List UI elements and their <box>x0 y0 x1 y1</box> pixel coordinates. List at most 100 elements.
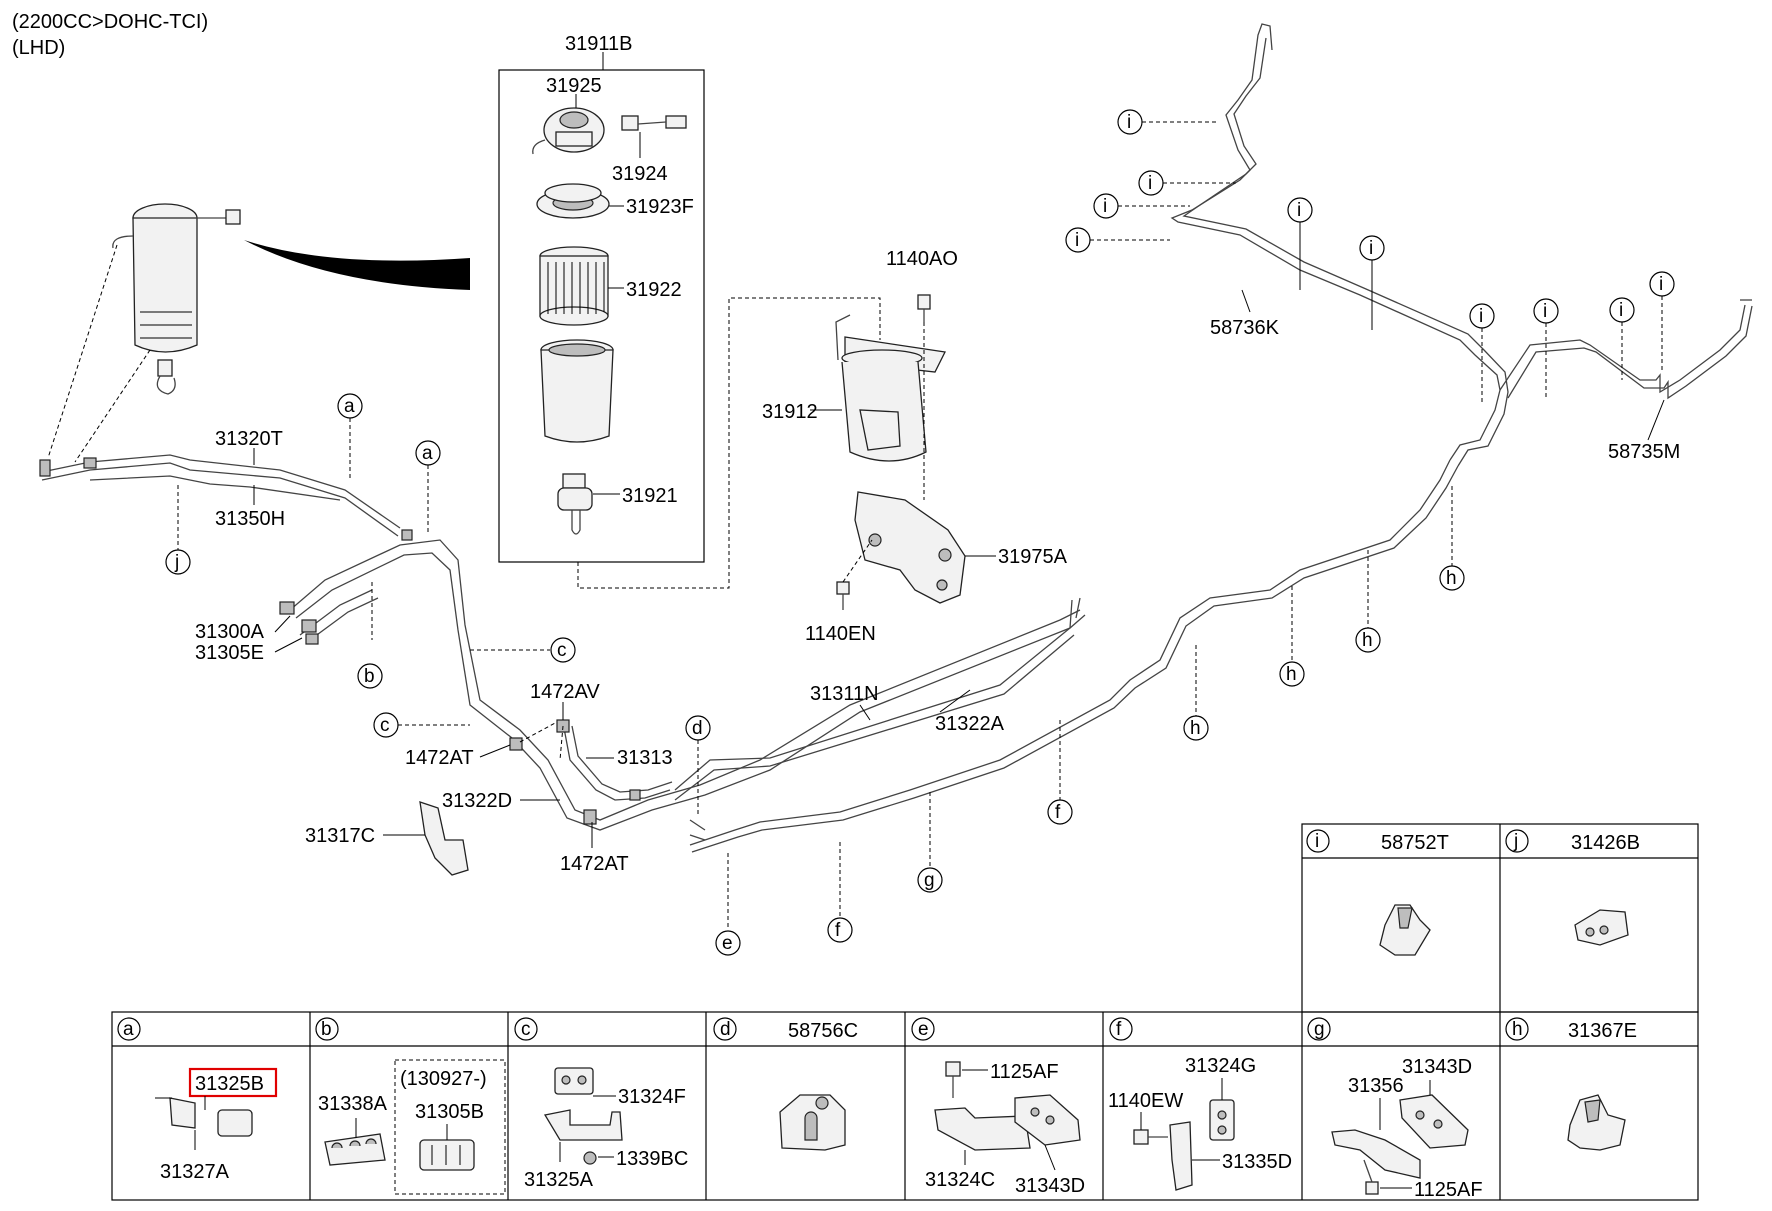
callout-i-7[interactable]: i <box>1469 303 1495 405</box>
callout-h-3[interactable]: h <box>1355 550 1381 653</box>
callout-h-4[interactable]: h <box>1439 486 1465 591</box>
callout-g[interactable]: g <box>917 792 943 893</box>
svg-text:h: h <box>1362 630 1373 651</box>
callout-i-10[interactable]: i <box>1649 271 1675 372</box>
legend-cell-g[interactable]: g 31343D 31356 1125AF <box>1307 1017 1483 1201</box>
part-31923F-seal[interactable] <box>536 183 610 219</box>
callout-e[interactable]: e <box>715 853 741 956</box>
part-1140EN-bolt[interactable] <box>836 581 850 610</box>
label-1472AT-lower[interactable]: 1472AT <box>560 853 629 875</box>
callout-i-1[interactable]: i <box>1117 109 1218 135</box>
label-1140AO[interactable]: 1140AO <box>886 248 958 270</box>
filter-exploded-box <box>498 69 705 563</box>
assembled-fuel-filter[interactable] <box>112 203 241 395</box>
part-filter-bowl[interactable] <box>540 339 614 443</box>
label-31912[interactable]: 31912 <box>762 401 818 423</box>
legend-cell-e[interactable]: e 1125AF 31324C 31343D <box>911 1017 1085 1197</box>
part-1140AO-bolt[interactable] <box>917 294 931 322</box>
legend-f-part-31324G: 31324G <box>1185 1055 1256 1077</box>
label-31911B[interactable]: 31911B <box>565 33 632 55</box>
legend-main-table: a 31325B 31327A b 31338A (130927-) 31305… <box>111 1011 1699 1201</box>
legend-cell-i[interactable]: i 58752T <box>1306 829 1449 956</box>
label-1472AV[interactable]: 1472AV <box>530 681 600 703</box>
pipe-31320T-31350H[interactable] <box>39 454 401 537</box>
callout-i-5[interactable]: i <box>1287 197 1313 290</box>
svg-text:b: b <box>321 1019 332 1040</box>
label-31322A[interactable]: 31322A <box>935 713 1005 735</box>
label-31313[interactable]: 31313 <box>617 747 673 769</box>
legend-cell-f[interactable]: f 31324G 1140EW 31335D <box>1108 1017 1292 1191</box>
part-31317C-bracket[interactable] <box>419 801 469 876</box>
callout-f-2[interactable]: f <box>1047 720 1073 825</box>
callout-a-1[interactable]: a <box>337 393 363 480</box>
legend-cell-h[interactable]: h 31367E <box>1505 1017 1637 1151</box>
legend-b-date: (130927-) <box>400 1068 487 1090</box>
part-31922-filter-element[interactable] <box>539 246 609 326</box>
part-31975A-mount-plate[interactable] <box>854 491 966 604</box>
legend-f-part-31335D: 31335D <box>1222 1151 1292 1173</box>
label-58736K[interactable]: 58736K <box>1210 317 1280 339</box>
legend-cell-c[interactable]: c 31324F 1339BC 31325A <box>514 1017 688 1191</box>
callout-d[interactable]: d <box>685 715 711 815</box>
callout-c-1[interactable]: c <box>470 637 576 663</box>
legend-a-part-31325B: 31325B <box>195 1073 264 1095</box>
callout-h-1[interactable]: h <box>1183 645 1209 741</box>
label-31921[interactable]: 31921 <box>622 485 678 507</box>
label-31975A[interactable]: 31975A <box>998 546 1068 568</box>
callout-i-8[interactable]: i <box>1533 298 1559 400</box>
svg-text:f: f <box>835 920 841 941</box>
svg-text:e: e <box>918 1019 929 1040</box>
pipe-31311N-31322A[interactable] <box>674 459 1459 853</box>
legend-g-part-1125AF: 1125AF <box>1414 1179 1483 1201</box>
svg-text:c: c <box>521 1019 531 1040</box>
pipe-31313[interactable] <box>509 719 673 825</box>
svg-text:i: i <box>1297 200 1301 221</box>
pipe-58736K-58735M[interactable] <box>1170 23 1753 467</box>
callout-h-2[interactable]: h <box>1279 586 1305 687</box>
callout-i-3[interactable]: i <box>1093 193 1190 219</box>
part-31925-filter-head[interactable] <box>532 107 605 155</box>
label-31922[interactable]: 31922 <box>626 279 682 301</box>
svg-text:i: i <box>1103 196 1107 217</box>
legend-cell-b[interactable]: b 31338A (130927-) 31305B <box>315 1017 506 1195</box>
label-31923F[interactable]: 31923F <box>626 196 694 218</box>
svg-text:f: f <box>1116 1019 1122 1040</box>
callout-i-4[interactable]: i <box>1065 227 1170 253</box>
pipe-31300A-31305E[interactable] <box>279 529 1086 831</box>
label-31317C[interactable]: 31317C <box>305 825 375 847</box>
label-31305E[interactable]: 31305E <box>195 642 264 664</box>
label-31924[interactable]: 31924 <box>612 163 668 185</box>
svg-text:i: i <box>1543 301 1547 322</box>
svg-text:d: d <box>720 1019 731 1040</box>
legend-b-part-31305B: 31305B <box>415 1101 484 1123</box>
label-1472AT-upper[interactable]: 1472AT <box>405 747 474 769</box>
part-31924-sensor[interactable] <box>621 115 687 131</box>
part-31921-drain-plug[interactable] <box>557 473 593 535</box>
label-31300A[interactable]: 31300A <box>195 621 265 643</box>
label-31925[interactable]: 31925 <box>546 75 602 97</box>
callout-i-9[interactable]: i <box>1609 297 1635 380</box>
legend-d-part: 58756C <box>788 1020 858 1042</box>
svg-text:e: e <box>722 933 733 954</box>
callout-f-1[interactable]: f <box>827 842 853 943</box>
callout-j[interactable]: j <box>165 485 191 575</box>
callout-a-2[interactable]: a <box>415 440 441 535</box>
svg-text:a: a <box>123 1019 134 1040</box>
callout-i-2[interactable]: i <box>1138 170 1236 196</box>
legend-cell-a[interactable]: a 31325B 31327A <box>117 1017 278 1183</box>
callout-i-6[interactable]: i <box>1359 235 1385 330</box>
legend-cell-j[interactable]: j 31426B <box>1505 829 1640 946</box>
label-31320T[interactable]: 31320T <box>215 428 283 450</box>
svg-text:i: i <box>1479 306 1483 327</box>
label-31350H[interactable]: 31350H <box>215 508 285 530</box>
label-31311N[interactable]: 31311N <box>810 683 879 705</box>
callout-c-2[interactable]: c <box>373 712 470 738</box>
legend-cell-d[interactable]: d 58756C <box>713 1017 858 1151</box>
label-1140EN[interactable]: 1140EN <box>805 623 876 645</box>
label-31322D[interactable]: 31322D <box>442 790 512 812</box>
svg-text:h: h <box>1190 718 1201 739</box>
callout-b[interactable]: b <box>357 582 383 689</box>
part-31912-filter-bracket[interactable] <box>835 314 946 462</box>
label-58735M[interactable]: 58735M <box>1608 441 1680 463</box>
